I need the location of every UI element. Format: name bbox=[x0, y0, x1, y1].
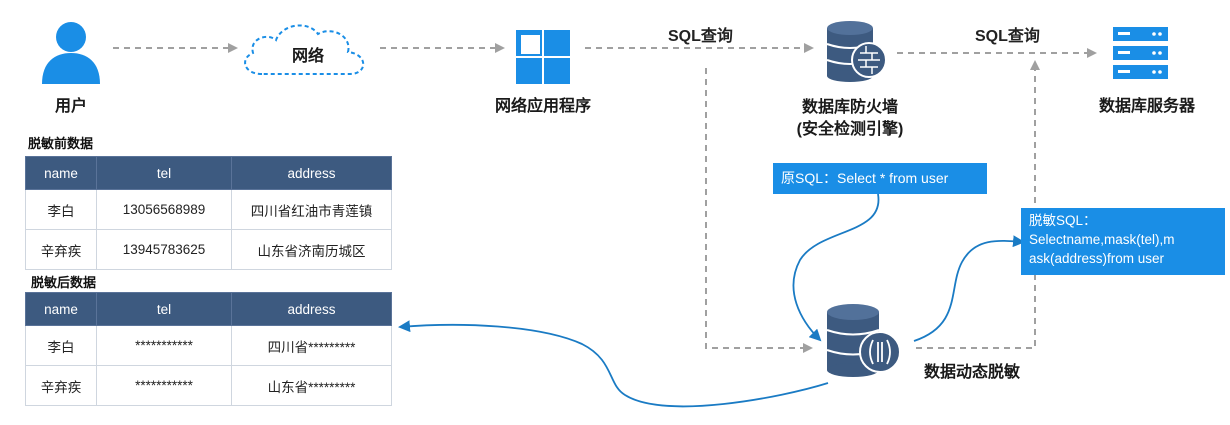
blue-curves bbox=[398, 193, 1025, 408]
app-window-icon bbox=[516, 30, 570, 84]
server-label: 数据库服务器 bbox=[1098, 98, 1195, 115]
table-row: 辛弃疾 *********** 山东省********* bbox=[25, 365, 392, 406]
user-label: 用户 bbox=[54, 98, 87, 115]
curve-result-return bbox=[398, 320, 829, 408]
server-icon bbox=[1113, 27, 1168, 79]
table-row: 李白 13056568989 四川省红油市青莲镇 bbox=[25, 189, 392, 230]
column-header-name: name bbox=[25, 292, 97, 326]
after-table-header-row: name tel address bbox=[25, 292, 392, 326]
table-row: 李白 *********** 四川省********* bbox=[25, 325, 392, 366]
cell-name: 辛弃疾 bbox=[25, 229, 97, 270]
table-row: 辛弃疾 13945783625 山东省济南历城区 bbox=[25, 229, 392, 270]
after-table-caption: 脱敏后数据 bbox=[31, 275, 97, 290]
cell-address: 山东省济南历城区 bbox=[231, 229, 392, 270]
cell-name: 李白 bbox=[25, 325, 97, 366]
after-data-table: name tel address 李白 *********** 四川省*****… bbox=[25, 292, 392, 406]
cloud-icon bbox=[244, 24, 365, 75]
masked-sql-line2: Selectname,mask(tel),m bbox=[1029, 232, 1175, 247]
app-label: 网络应用程序 bbox=[494, 98, 591, 115]
original-sql-callout: 原SQL：Select * from user bbox=[773, 163, 987, 194]
arrow-masking-to-server bbox=[916, 60, 1040, 349]
column-header-address: address bbox=[231, 156, 392, 190]
masking-label: 数据动态脱敏 bbox=[923, 364, 1020, 381]
cell-address: 山东省********* bbox=[231, 365, 392, 406]
masking-database-icon bbox=[826, 304, 901, 377]
column-header-name: name bbox=[25, 156, 97, 190]
masked-sql-line3: ask(address)from user bbox=[1029, 251, 1165, 266]
firewall-database-icon bbox=[826, 21, 887, 82]
cell-address: 四川省********* bbox=[231, 325, 392, 366]
arrow-app-to-masking bbox=[705, 68, 813, 353]
firewall-label-line2: (安全检测引擎) bbox=[796, 121, 904, 138]
cell-tel: 13056568989 bbox=[96, 189, 232, 230]
sql-query-label-2: SQL查询 bbox=[975, 28, 1040, 45]
original-sql-text: 原SQL：Select * from user bbox=[781, 170, 949, 186]
masked-sql-line1: 脱敏SQL： bbox=[1029, 213, 1097, 228]
before-table-caption: 脱敏前数据 bbox=[28, 136, 94, 151]
sql-query-label-1: SQL查询 bbox=[668, 28, 733, 45]
column-header-tel: tel bbox=[96, 156, 232, 190]
cell-tel: *********** bbox=[96, 365, 232, 406]
cell-name: 李白 bbox=[25, 189, 97, 230]
user-icon bbox=[42, 22, 100, 84]
cell-tel: 13945783625 bbox=[96, 229, 232, 270]
dashed-arrows bbox=[113, 43, 1097, 353]
curve-masked-sql bbox=[913, 235, 1025, 342]
cell-name: 辛弃疾 bbox=[25, 365, 97, 406]
curve-original-sql bbox=[792, 193, 880, 342]
column-header-address: address bbox=[231, 292, 392, 326]
masked-sql-callout: 脱敏SQL： Selectname,mask(tel),m ask(addres… bbox=[1021, 208, 1225, 275]
before-data-table: name tel address 李白 13056568989 四川省红油市青莲… bbox=[25, 156, 392, 270]
column-header-tel: tel bbox=[96, 292, 232, 326]
cell-tel: *********** bbox=[96, 325, 232, 366]
network-label: 网络 bbox=[291, 48, 324, 65]
before-table-header-row: name tel address bbox=[25, 156, 392, 190]
firewall-label-line1: 数据库防火墙 bbox=[801, 99, 898, 116]
cell-address: 四川省红油市青莲镇 bbox=[231, 189, 392, 230]
